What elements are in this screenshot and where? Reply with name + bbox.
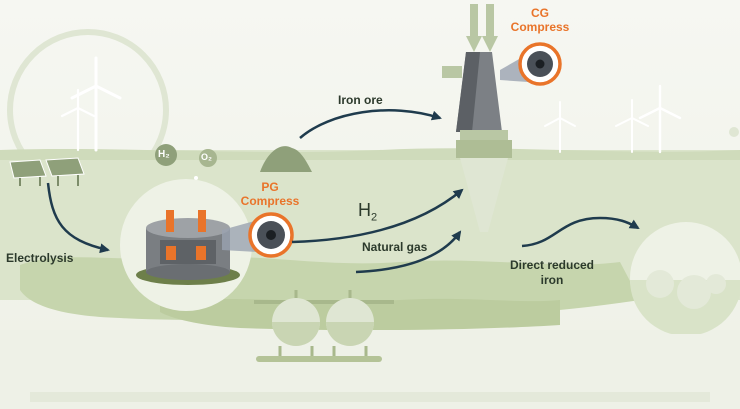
arrow-dri-output bbox=[521, 216, 640, 248]
dri-product-illustration bbox=[630, 222, 740, 334]
gas-storage-tanks bbox=[254, 290, 394, 362]
bubble-dot bbox=[194, 176, 198, 180]
cg-compress-label: CG Compress bbox=[500, 6, 580, 34]
cg-compress-line1: CG bbox=[531, 6, 549, 20]
h2-bubble-icon bbox=[155, 144, 177, 166]
iron-ore-label: Iron ore bbox=[338, 93, 383, 107]
solar-panels bbox=[9, 157, 85, 186]
arrow-natural-gas bbox=[355, 230, 462, 274]
h2-main-label: H2 bbox=[358, 200, 377, 224]
reflection-stripe bbox=[30, 392, 710, 402]
o2-bubble-label: O₂ bbox=[201, 152, 212, 162]
cg-compressor-badge bbox=[500, 42, 562, 86]
h2-bubble-label: H₂ bbox=[158, 149, 170, 160]
wind-turbine-left-2 bbox=[60, 88, 96, 152]
h2-main-subscript: 2 bbox=[371, 211, 378, 224]
pg-compressor-badge bbox=[222, 212, 294, 258]
electrolysis-label: Electrolysis bbox=[6, 251, 74, 265]
arrow-solar-to-electrolysis bbox=[46, 182, 110, 254]
horizon-line bbox=[0, 148, 740, 160]
shaft-furnace bbox=[442, 4, 512, 232]
wind-turbine-left-1 bbox=[70, 56, 122, 152]
dri-line1: Direct reduced bbox=[509, 258, 595, 272]
electrolyser-illustration bbox=[120, 179, 252, 311]
arrow-h2 bbox=[291, 188, 464, 244]
pg-compress-label: PG Compress bbox=[232, 180, 308, 208]
wind-turbine-right-1 bbox=[638, 84, 682, 154]
ore-pile bbox=[260, 146, 312, 172]
far-right-decor bbox=[729, 127, 739, 137]
h2-main-letter: H bbox=[358, 200, 371, 220]
arrow-iron-ore bbox=[299, 109, 442, 139]
dri-line2: iron bbox=[540, 273, 564, 287]
natural-gas-label: Natural gas bbox=[362, 240, 428, 254]
o2-bubble-icon bbox=[199, 149, 217, 167]
wind-turbine-right-3 bbox=[544, 101, 576, 153]
cg-compress-line2: Compress bbox=[510, 20, 570, 34]
pg-compress-line1: PG bbox=[261, 180, 279, 194]
dri-label: Direct reduced iron bbox=[496, 258, 608, 288]
pg-compress-line2: Compress bbox=[240, 194, 300, 208]
wind-turbine-right-2 bbox=[615, 99, 649, 153]
